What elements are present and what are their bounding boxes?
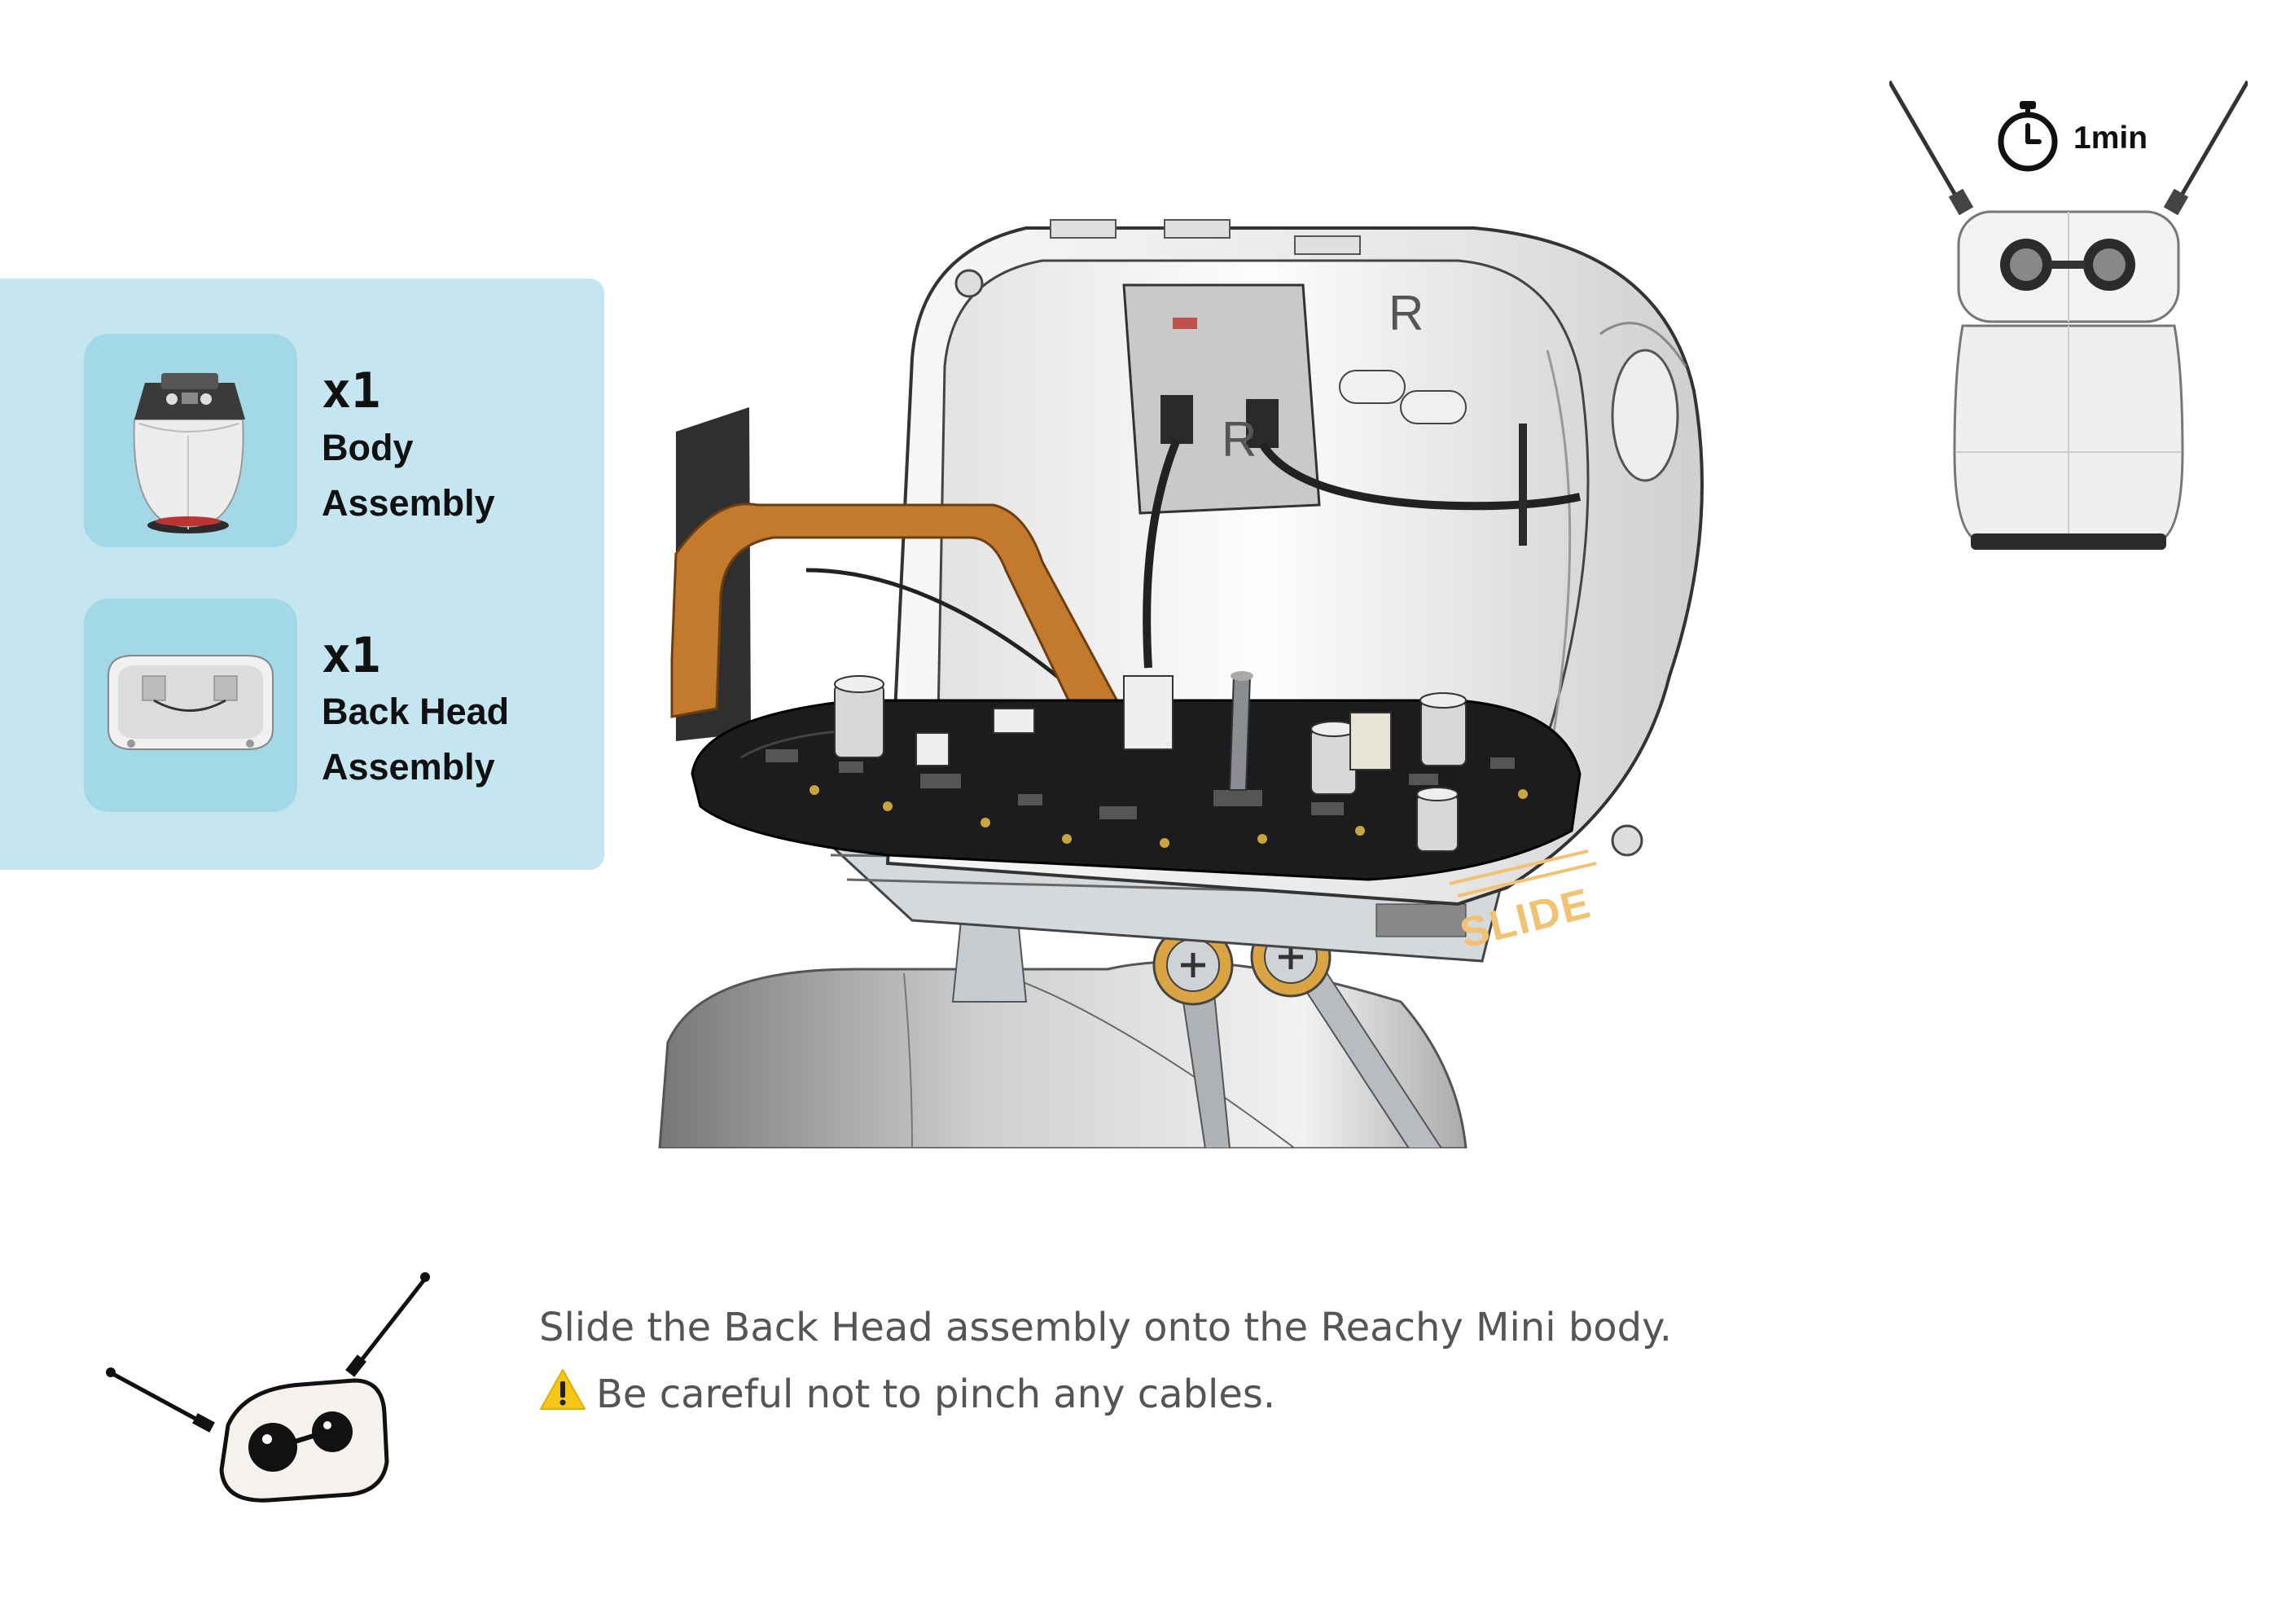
reachy-mascot — [106, 1272, 430, 1503]
reachy-mini-overview — [1889, 80, 2248, 550]
assembly-illustration: R R — [658, 219, 1704, 1148]
screw-left — [1152, 924, 1234, 1006]
body-assembly-thumbnail — [84, 334, 297, 547]
instruction-line-2: Be careful not to pinch any cables. — [596, 1372, 1276, 1417]
timer-label: 1min — [2073, 121, 2148, 156]
back-head-assembly-thumbnail — [84, 599, 297, 812]
capacitor — [1310, 721, 1358, 795]
body-assembly-name-line1: Body — [322, 427, 414, 468]
back-head-assembly-name-line2: Assembly — [322, 746, 495, 788]
connector-mark-2: R — [1389, 286, 1424, 340]
instruction-line-1: Slide the Back Head assembly onto the Re… — [539, 1305, 1672, 1350]
back-head-assembly-qty: x1 — [322, 627, 381, 684]
warning-icon — [540, 1369, 586, 1410]
body-assembly-name-line2: Assembly — [322, 482, 495, 524]
stopwatch-icon — [1998, 101, 2058, 172]
capacitor — [1419, 692, 1467, 766]
body-assembly-qty: x1 — [322, 362, 381, 419]
capacitor — [1416, 787, 1459, 852]
instruction-line-2-container: Be careful not to pinch any cables. — [539, 1368, 1275, 1417]
connector-mark-1: R — [1222, 412, 1257, 467]
capacitor — [834, 675, 884, 758]
back-head-assembly-name-line1: Back Head — [322, 691, 510, 732]
